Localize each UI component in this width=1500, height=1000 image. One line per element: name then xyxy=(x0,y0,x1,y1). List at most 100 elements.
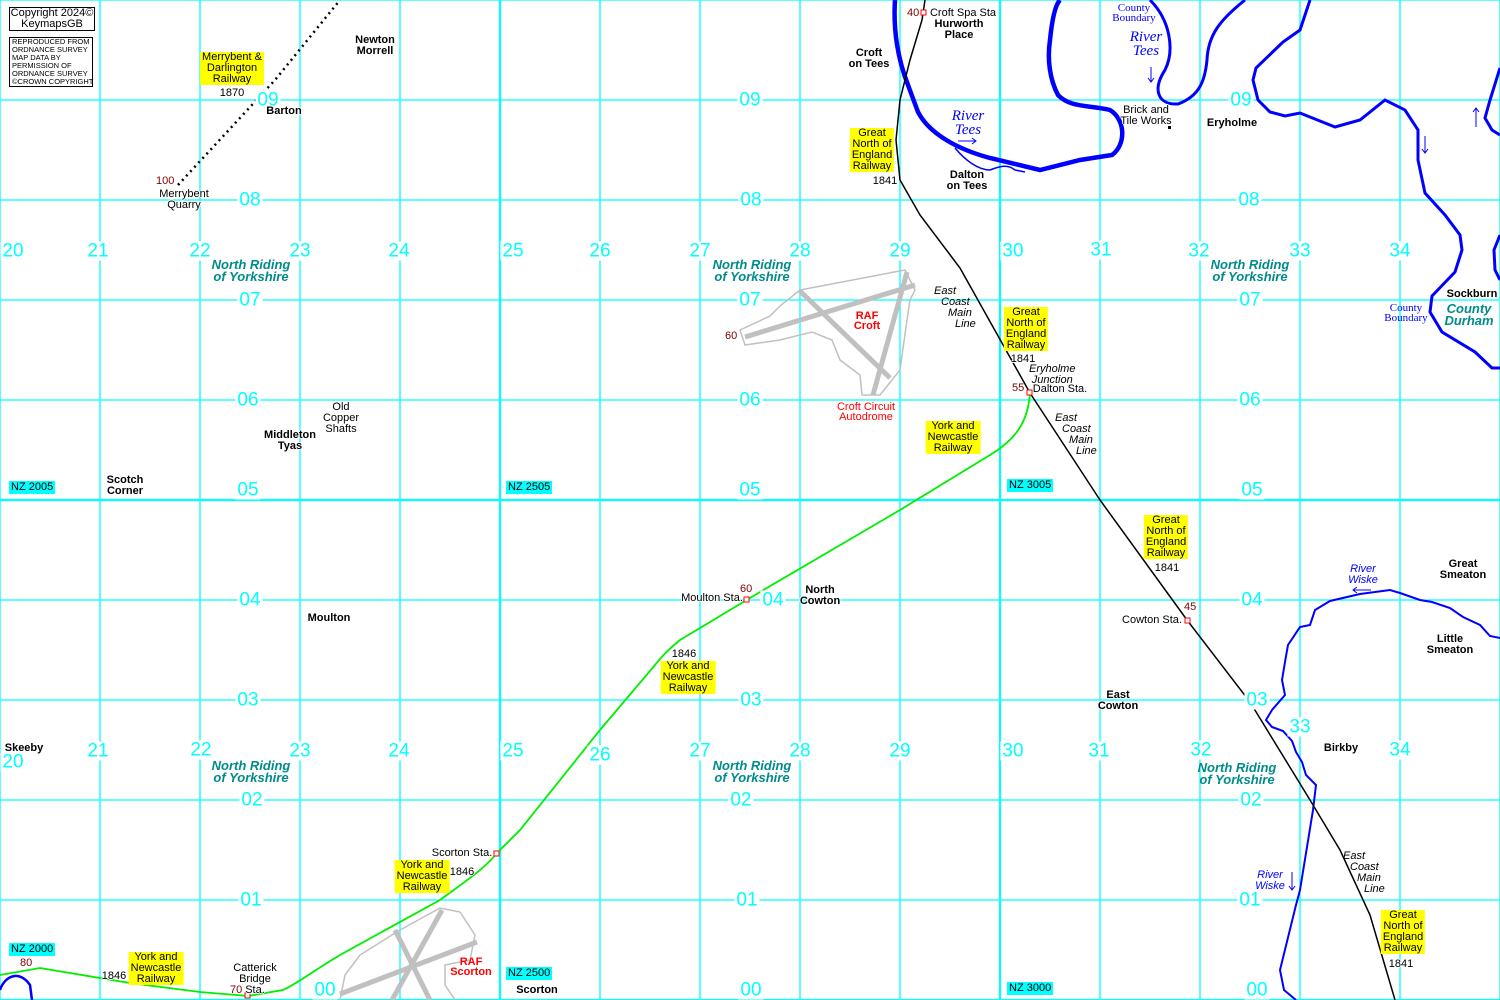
grid-northing-label: 07 xyxy=(737,289,763,311)
airfield-outline xyxy=(739,269,916,396)
airfield-name: RAF Scorton xyxy=(450,956,492,978)
raf-scorton-airfield xyxy=(339,907,478,1000)
grid-easting-label: 33 xyxy=(1287,240,1313,262)
grid-northing-label: 00 xyxy=(1244,979,1270,1000)
railway-year: 1841 xyxy=(872,175,898,187)
grid-northing-label: 06 xyxy=(235,389,261,411)
feature-label: Moulton Sta. xyxy=(681,592,743,604)
grid-northing-label: 01 xyxy=(1237,889,1263,911)
grid-easting-label: 22 xyxy=(188,739,214,761)
grid-northing-label: 05 xyxy=(737,479,763,501)
grid-easting-label: 26 xyxy=(587,240,613,262)
spot-height: 40 xyxy=(907,7,920,19)
grid-easting-label: 28 xyxy=(787,240,813,262)
arrow-down-icon xyxy=(1421,136,1429,154)
county-boundary-label: County Boundary xyxy=(1384,302,1428,324)
railway-name-label: York and Newcastle Railway xyxy=(128,951,184,985)
grid-easting-label: 23 xyxy=(287,240,313,262)
runway xyxy=(389,908,445,1000)
circuit-name: Croft Circuit Autodrome xyxy=(836,401,896,423)
grid-easting-label: 32 xyxy=(1186,240,1212,262)
grid-reference-label: NZ 3000 xyxy=(1007,982,1054,995)
grid-northing-label: 02 xyxy=(1238,789,1264,811)
grid-easting-label: 29 xyxy=(887,740,913,762)
place-name: Skeeby xyxy=(4,742,44,754)
grid-easting-label: 29 xyxy=(887,240,913,262)
river-name: River Wiske xyxy=(1255,869,1285,892)
railway-name-label: Merrybent & Darlington Railway xyxy=(200,51,264,85)
place-name: Hurworth Place xyxy=(934,18,984,41)
grid-reference-label: NZ 2000 xyxy=(9,943,56,956)
grid-easting-label: 27 xyxy=(687,740,713,762)
copyright-line2: KeymapsGB xyxy=(21,18,83,30)
scorton-station-marker xyxy=(493,850,500,857)
county-name: North Riding of Yorkshire xyxy=(211,257,291,284)
grid-easting-label: 20 xyxy=(0,240,26,262)
place-name: North Cowton xyxy=(799,584,841,607)
railway-name-label: Great North of England Railway xyxy=(1380,909,1426,954)
county-name: County Durham xyxy=(1444,301,1494,328)
grid-northing-label: 07 xyxy=(237,289,263,311)
railway-name-label: Great North of England Railway xyxy=(849,127,895,172)
place-name: Great Smeaton xyxy=(1439,558,1487,581)
feature-label: Dalton Sta. xyxy=(1032,383,1088,395)
place-name: Moulton xyxy=(307,612,351,624)
grid-easting-label: 34 xyxy=(1387,240,1413,262)
grid-reference-label: NZ 2505 xyxy=(506,481,553,494)
flow-arrows xyxy=(958,67,1480,891)
spot-height: 45 xyxy=(1184,601,1197,613)
grid-easting-label: 30 xyxy=(1000,240,1026,262)
grid-easting-label: 30 xyxy=(1000,740,1026,762)
grid-northing-label: 06 xyxy=(737,389,763,411)
river-tees xyxy=(892,0,1125,173)
grid-easting-label: 22 xyxy=(187,240,213,262)
brick-works-marker xyxy=(1168,126,1171,129)
place-name: Eryholme xyxy=(1206,117,1258,129)
railway-year: 1870 xyxy=(219,87,245,99)
river-tees xyxy=(1483,67,1500,137)
cowton-station-marker xyxy=(1184,617,1191,624)
grid-easting-label: 23 xyxy=(287,740,313,762)
raf-croft-airfield xyxy=(739,269,916,396)
catterick-bridge-station-marker xyxy=(244,992,251,999)
grid-easting-label: 21 xyxy=(85,740,111,762)
east-coast-main-line xyxy=(895,0,1396,1000)
grid-northing-label: 09 xyxy=(255,89,281,111)
grid-northing-label: 04 xyxy=(1239,589,1265,611)
grid-easting-label: 31 xyxy=(1086,740,1112,762)
railway-year: 1846 xyxy=(671,648,697,660)
railway-year: 1846 xyxy=(101,970,127,982)
feature-label: Cowton Sta. xyxy=(1122,614,1182,626)
copyright-box: Copyright 2024© KeymapsGB xyxy=(9,7,95,31)
grid-northing-label: 06 xyxy=(1237,389,1263,411)
grid-easting-label: 20 xyxy=(0,751,26,773)
grid-northing-label: 05 xyxy=(1239,479,1265,501)
grid-northing-label: 08 xyxy=(1236,189,1262,211)
county-boundary-label: County Boundary xyxy=(1112,2,1156,24)
grid-northing-label: 01 xyxy=(734,889,760,911)
railway-line-name: Eryholme Junction xyxy=(1029,363,1076,386)
grid-easting-label: 27 xyxy=(687,240,713,262)
grid-easting-label: 24 xyxy=(386,240,412,262)
croft-spa-station-marker xyxy=(920,9,927,16)
copyright-line1: Copyright 2024© xyxy=(10,7,94,19)
river-tees xyxy=(1492,234,1500,281)
grid-northing-label: 09 xyxy=(1228,89,1254,111)
runway xyxy=(870,271,910,396)
grid-northing-label: 04 xyxy=(760,589,786,611)
railway-name-label: York and Newcastle Railway xyxy=(660,660,716,694)
grid-easting-label: 33 xyxy=(1287,716,1313,738)
arrow-down-icon xyxy=(1147,67,1155,83)
grid-northing-label: 00 xyxy=(738,979,764,1000)
place-name: Newton Morrell xyxy=(355,34,395,57)
airfield-outline xyxy=(339,907,476,1000)
grid-northing-label: 02 xyxy=(239,789,265,811)
grid-easting-label: 31 xyxy=(1088,239,1114,261)
arrow-down-icon xyxy=(1288,872,1296,891)
grid-reference-label: NZ 2500 xyxy=(506,967,553,980)
